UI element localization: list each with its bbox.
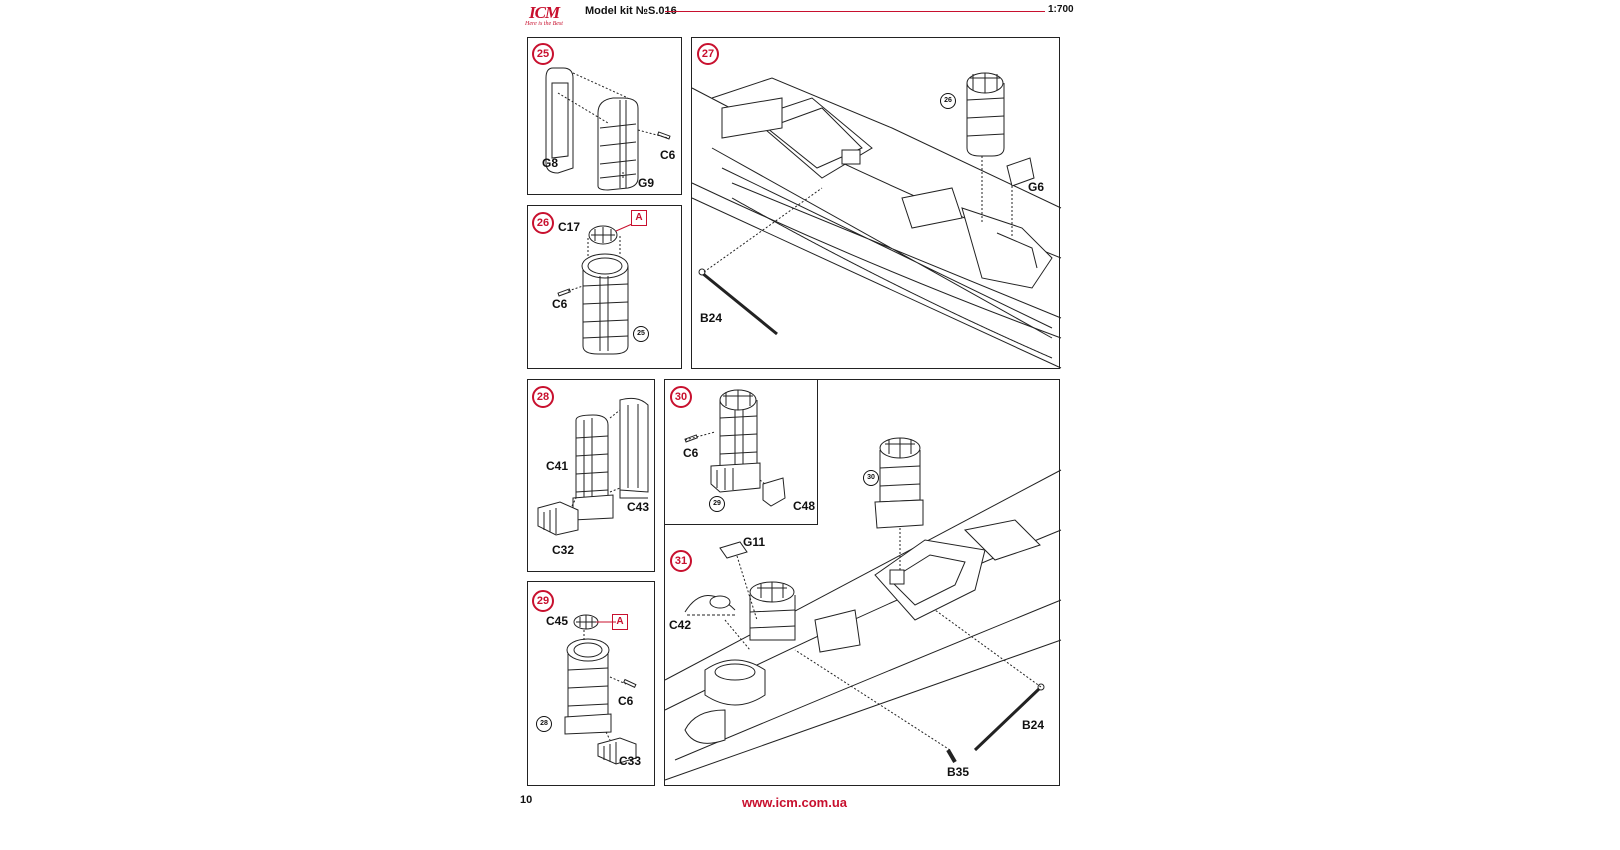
step-30-number: 30 [670, 386, 692, 408]
marker-a: A [631, 210, 647, 226]
website-link[interactable]: www.icm.com.ua [742, 795, 847, 810]
step-30-illustration [684, 389, 786, 507]
part-label-g6: G6 [1028, 180, 1045, 194]
logo-tagline: Here is the Best [525, 21, 563, 27]
step-25-panel: 25 G8 C6 G9 [527, 37, 682, 195]
part-label-b24: B24 [1022, 718, 1045, 732]
step-25-number: 25 [532, 43, 554, 65]
part-label-c6: C6 [683, 446, 699, 460]
step-31-illustration [664, 437, 1062, 781]
icm-logo: ICM Here is the Best [525, 3, 569, 29]
step-28-number: 28 [532, 386, 554, 408]
part-label-b24: B24 [700, 311, 723, 325]
step-29-number: 29 [532, 590, 554, 612]
ref-step-29-icon: 29 [709, 496, 725, 512]
step-31-number: 31 [670, 550, 692, 572]
step-27-panel: 27 26 G6 B24 [691, 37, 1062, 369]
part-label-c43: C43 [627, 500, 650, 514]
step-26-panel: 26 C17 A C6 25 [527, 205, 682, 369]
part-label-g9: G9 [638, 176, 655, 190]
step-26-illustration [557, 223, 633, 355]
part-label-c17: C17 [558, 220, 581, 234]
step-29-panel: 29 C45 A C6 28 C33 [527, 581, 655, 786]
part-label-c32: C32 [552, 543, 575, 557]
part-label-g11: G11 [743, 535, 766, 549]
ref-step-26-icon: 26 [940, 93, 956, 109]
step-28-illustration [537, 397, 649, 536]
part-label-c6: C6 [618, 694, 634, 708]
step-31-panel: 31 30 G11 C42 B24 B35 [664, 379, 1062, 786]
part-label-c45: C45 [546, 614, 569, 628]
ref-step-28-icon: 28 [536, 716, 552, 732]
marker-a: A [612, 614, 628, 630]
part-label-g8: G8 [542, 156, 559, 170]
part-label-c6: C6 [660, 148, 676, 162]
part-label-c42: C42 [669, 618, 692, 632]
part-label-c6: C6 [552, 297, 568, 311]
part-label-c48: C48 [793, 499, 816, 513]
step-27-number: 27 [697, 43, 719, 65]
step-28-panel: 28 C41 C43 C32 [527, 379, 655, 572]
part-label-b35: B35 [947, 765, 970, 779]
scale-label: 1:700 [1048, 4, 1074, 15]
part-label-c41: C41 [546, 459, 569, 473]
ref-step-25-icon: 25 [633, 326, 649, 342]
kit-title: Model kit №S.016 [585, 5, 677, 17]
step-26-number: 26 [532, 212, 554, 234]
step-29-illustration [564, 614, 637, 765]
page-number: 10 [520, 794, 533, 806]
step-25-illustration [545, 67, 671, 191]
ref-step-30-icon: 30 [863, 470, 879, 486]
step-30-panel: 30 C6 29 C48 [664, 379, 818, 525]
step-27-illustration [691, 72, 1062, 369]
header-rule [665, 11, 1045, 12]
logo-text: ICM [529, 3, 560, 22]
part-label-c33: C33 [619, 754, 642, 768]
